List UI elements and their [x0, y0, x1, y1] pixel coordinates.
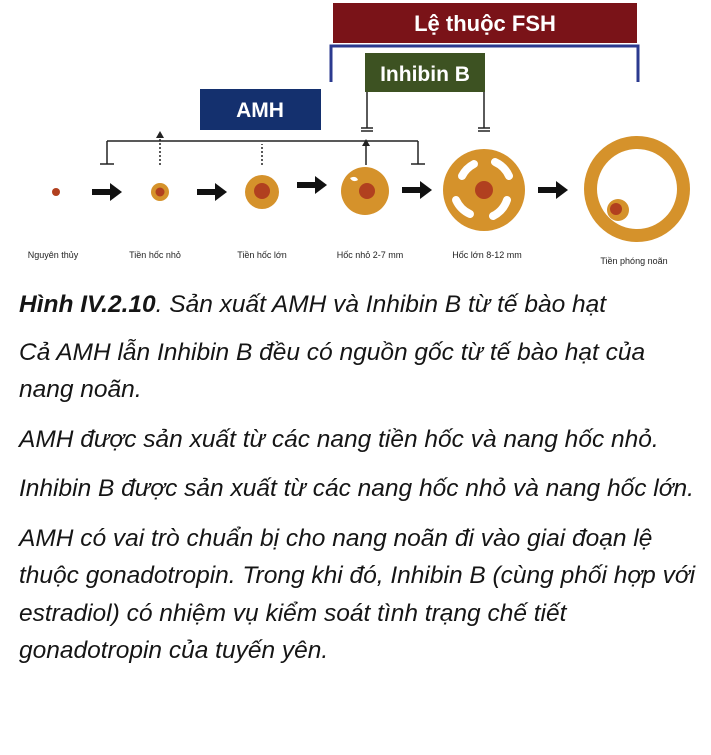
antrum-small — [350, 176, 358, 182]
amh-source-arrowhead-3 — [362, 139, 370, 146]
body-text: Hình IV.2.10. Sản xuất AMH và Inhibin B … — [19, 286, 699, 682]
figure-caption: Hình IV.2.10. Sản xuất AMH và Inhibin B … — [19, 286, 699, 324]
antrum-large-1 — [491, 158, 513, 180]
antrum-preovulatory — [597, 149, 677, 229]
paragraph: Inhibin B được sản xuất từ các nang hốc … — [19, 475, 694, 502]
oocyte-large-preantral — [254, 183, 270, 199]
oocyte-large-antral — [475, 181, 493, 199]
follicle-diagram: Lệ thuộc FSH Inhibin B AMH Nguyên thủy T… — [28, 3, 690, 266]
stage-arrow — [297, 176, 327, 194]
stage-label: Tiền phóng noãn — [600, 256, 667, 266]
stage-label: Hốc nhỏ 2-7 mm — [337, 250, 404, 260]
amh-source-arrowhead-1 — [156, 131, 164, 138]
stage-label: Tiền hốc lớn — [237, 250, 287, 260]
oocyte-small-antral — [359, 183, 375, 199]
paragraph: AMH được sản xuất từ các nang tiền hốc v… — [19, 425, 659, 453]
antrum-large-2 — [489, 196, 511, 220]
paragraph: AMH có vai trò chuẩn bị cho nang noãn đi… — [19, 524, 696, 665]
inhibin-label: Inhibin B — [380, 63, 470, 86]
paragraph: Cả AMH lẫn Inhibin B đều có nguồn gốc từ… — [19, 338, 646, 404]
figure-caption-text: . Sản xuất AMH và Inhibin B từ tế bào hạ… — [155, 291, 607, 318]
amh-label-box — [200, 89, 321, 130]
fsh-label-box — [333, 3, 637, 43]
oocyte-preovulatory — [610, 203, 622, 215]
stage-arrow — [538, 181, 568, 199]
fsh-bracket — [329, 44, 640, 82]
follicle-primordial — [52, 188, 60, 196]
stage-label: Tiền hốc nhỏ — [129, 250, 181, 260]
figure-number: Hình IV.2.10 — [19, 291, 156, 318]
stage-arrow — [197, 183, 227, 201]
antrum-large-4 — [458, 160, 478, 180]
antrum-large-3 — [452, 196, 474, 218]
stage-label: Nguyên thủy — [28, 250, 79, 260]
inhibin-label-box — [365, 53, 485, 92]
oocyte-small-preantral — [155, 187, 165, 197]
amh-label: AMH — [236, 99, 284, 122]
stage-arrow — [402, 181, 432, 199]
fsh-label: Lệ thuộc FSH — [414, 11, 556, 36]
stage-arrow — [92, 183, 122, 201]
stage-label: Hốc lớn 8-12 mm — [452, 250, 521, 260]
